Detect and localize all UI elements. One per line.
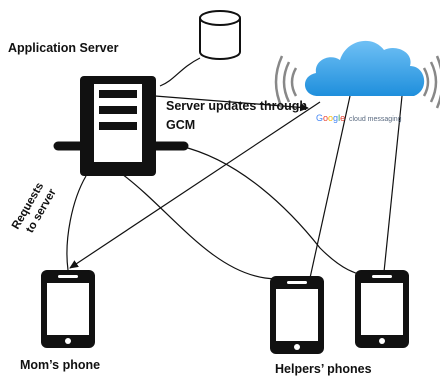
gcm-brand-o2: o	[328, 113, 333, 123]
database-icon	[199, 10, 241, 60]
signal-waves-left	[274, 55, 298, 109]
svg-text:Google: Google	[316, 113, 345, 123]
moms-phone-label: Mom’s phone	[20, 358, 100, 372]
mom-to-server-line	[66, 175, 87, 271]
application-server-label: Application Server	[8, 41, 119, 55]
server-to-gcm-arrow	[154, 95, 309, 112]
helpers-phones-label: Helpers’ phones	[275, 362, 372, 376]
server-to-helper1-line	[121, 173, 299, 280]
helper-phone-2-icon	[355, 270, 409, 348]
gcm-brand-e: e	[340, 113, 345, 123]
server-database-line	[159, 57, 201, 87]
moms-phone-icon	[41, 270, 95, 348]
gcm-to-helper2-line	[383, 95, 403, 273]
cloud-shape	[304, 40, 425, 96]
gcm-brand-l: l	[338, 113, 340, 123]
gcm-brand-o1: o	[323, 113, 328, 123]
gcm-to-mom-arrow	[69, 101, 321, 269]
server-to-helper2-line	[179, 145, 381, 279]
google-cloud-messaging-icon: Google cloud messaging	[274, 40, 440, 123]
gcm-brand-g2: g	[333, 113, 338, 123]
gcm-to-helper1-line	[309, 95, 351, 279]
application-server-icon	[53, 76, 189, 176]
signal-waves-right	[422, 55, 440, 109]
gcm-brand-g1: G	[316, 113, 323, 123]
server-updates-label-line2: GCM	[166, 118, 195, 132]
helper-phone-1-icon	[270, 276, 324, 354]
gcm-service-label: cloud messaging	[349, 116, 402, 123]
server-updates-label-line1: Server updates through	[166, 99, 307, 113]
connections	[66, 57, 403, 280]
